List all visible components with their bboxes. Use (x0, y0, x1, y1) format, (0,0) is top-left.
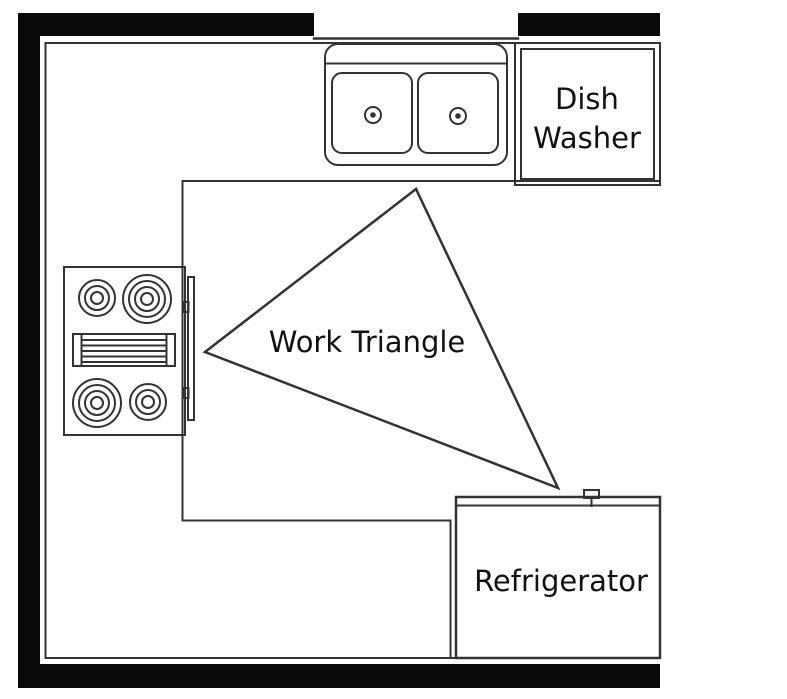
stove-burner-bottom-left (72, 378, 122, 428)
stove-burner-top-left (78, 279, 116, 317)
walls (18, 13, 660, 688)
sink-icon (324, 43, 508, 166)
bottom-wall (18, 664, 660, 688)
dishwasher-outer-box (514, 42, 661, 186)
burner-ring (84, 285, 110, 311)
burner-ring (122, 274, 172, 324)
burner-ring (129, 383, 167, 421)
oven-handle-icon (183, 276, 195, 421)
dishwasher-inner-box (520, 48, 655, 180)
left-wall (18, 13, 40, 688)
work-triangle-label: Work Triangle (269, 325, 466, 359)
counter-inner-line (181, 180, 659, 659)
sink-body (324, 43, 508, 166)
refrigerator: Refrigerator (454, 489, 662, 660)
fridge-handle-icon (583, 489, 600, 507)
refrigerator-body (454, 495, 662, 660)
stove-icon (63, 266, 195, 436)
burner-ring (140, 292, 154, 306)
sink-drain-left (364, 106, 382, 124)
oven-handle-bracket (183, 387, 190, 399)
stove-burner-top-right (122, 274, 172, 324)
burner-ring (135, 389, 161, 415)
top-wall-left-segment (18, 13, 314, 36)
work-triangle-outline (202, 187, 561, 491)
griddle-icon (72, 333, 176, 367)
burner-ring (141, 395, 155, 409)
griddle-frame (72, 333, 176, 367)
dishwasher-label-line1: Dish (555, 82, 619, 116)
burner-ring (84, 390, 110, 416)
sink-drain-left-dot (370, 112, 376, 118)
burner-ring (72, 378, 122, 428)
dishwasher: Dish Washer (514, 42, 661, 186)
burner-ring (90, 291, 104, 305)
refrigerator-label: Refrigerator (474, 564, 648, 598)
oven-handle-bracket (183, 301, 190, 313)
work-triangle: Work Triangle (202, 187, 561, 491)
burner-ring (134, 286, 160, 312)
top-wall-right-segment (518, 13, 660, 36)
sink-drain-right (449, 107, 467, 125)
counter-outline (181, 180, 659, 659)
burner-ring (90, 396, 104, 410)
burner-ring (78, 384, 116, 422)
stove-burner-bottom-right (129, 383, 167, 421)
burner-ring (128, 280, 166, 318)
dishwasher-label-line2: Washer (533, 121, 641, 155)
stove-body (63, 266, 186, 436)
sink-basin-left (331, 72, 413, 154)
sink-basin-right (417, 72, 499, 154)
sink-drain-right-dot (455, 113, 461, 119)
burner-ring (78, 279, 116, 317)
oven-handle-bar (187, 276, 195, 421)
